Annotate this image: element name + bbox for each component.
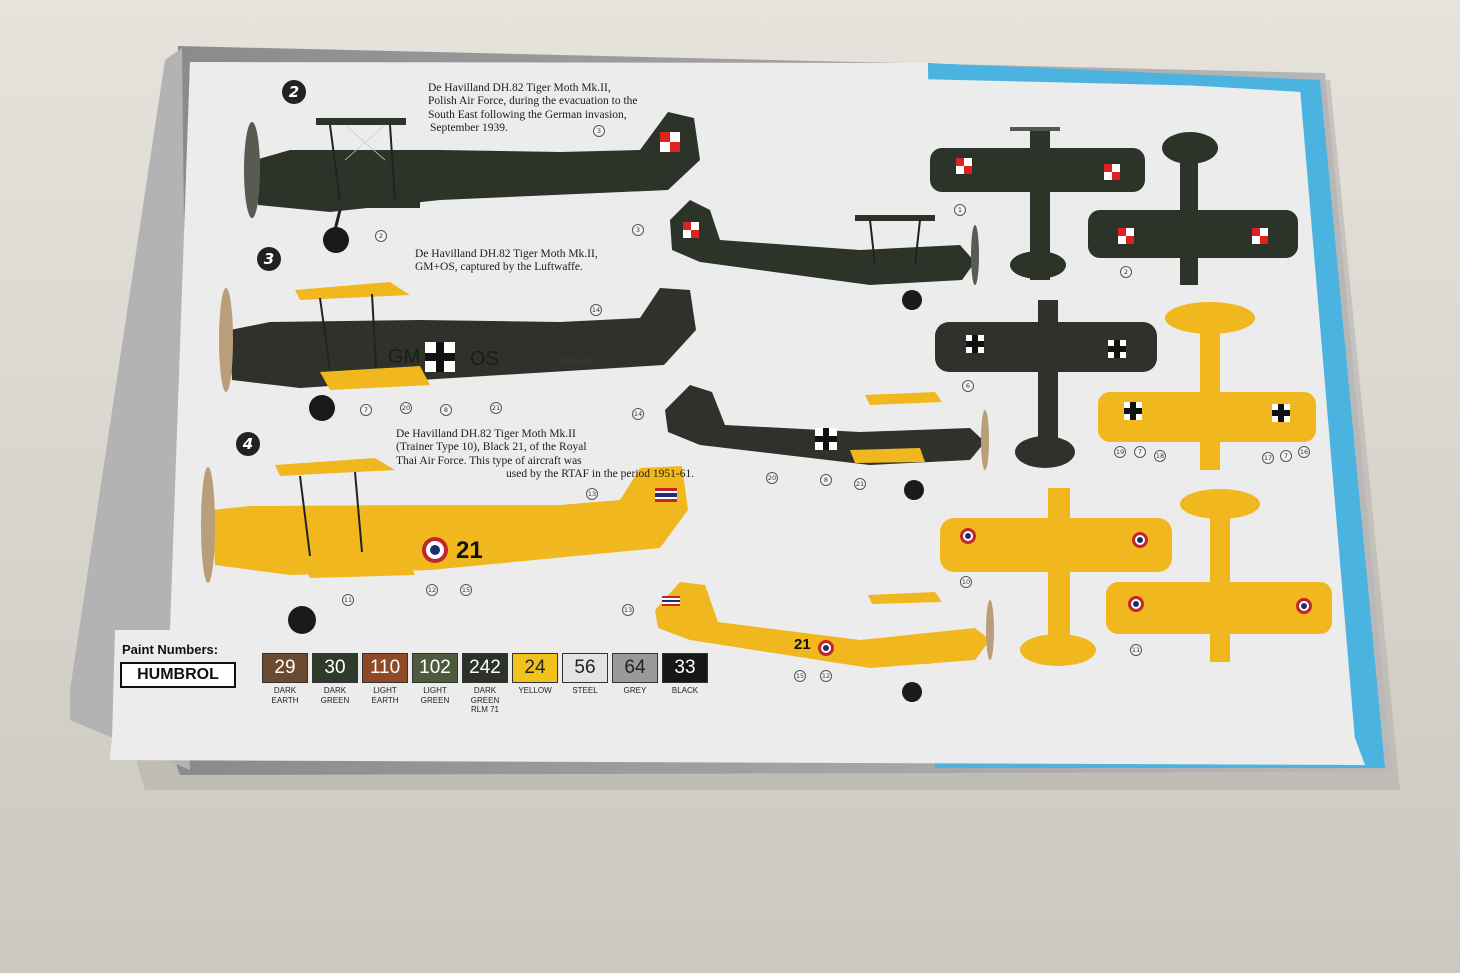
paint-swatch-chip: 30	[312, 653, 358, 683]
callout-marker: 11	[342, 594, 354, 606]
paint-swatch-name: BLACK	[671, 686, 699, 695]
callout-marker: 19	[1114, 446, 1126, 458]
aircraft-plan-thai-bottom	[1106, 489, 1332, 662]
paint-swatch-chip: 102	[412, 653, 458, 683]
callout-marker: 11	[1130, 644, 1142, 656]
aircraft-side-polish-small	[670, 200, 979, 310]
paint-swatch-chip: 56	[562, 653, 608, 683]
paint-swatch-name: GREY	[623, 686, 647, 695]
callout-marker: 15	[794, 670, 806, 682]
caption-line: (Trainer Type 10), Black 21, of the Roya…	[396, 441, 587, 454]
caption-line: Thai Air Force. This type of aircraft wa…	[396, 454, 582, 467]
paint-swatch-chip: 110	[362, 653, 408, 683]
callout-marker: 16	[1298, 446, 1310, 458]
profile-number-badge: 3	[257, 247, 281, 271]
luftwaffe-code-full: GM+OS	[560, 356, 593, 366]
caption-line: September 1939.	[430, 122, 508, 135]
paint-swatch: 64 GREY	[612, 653, 658, 696]
callout-marker: 20	[400, 402, 412, 414]
callout-marker: 20	[766, 472, 778, 484]
aircraft-plan-polish-top	[930, 127, 1145, 280]
thai-number-small: 21	[794, 636, 811, 653]
callout-marker: 12	[426, 584, 438, 596]
paint-swatch: 24 YELLOW	[512, 653, 558, 696]
box-left-edge	[70, 48, 190, 770]
aircraft-side-thai-large	[201, 458, 688, 634]
callout-marker: 18	[1154, 450, 1166, 462]
caption-line: GM+OS, captured by the Luftwaffe.	[415, 261, 583, 274]
callout-marker: 6	[962, 380, 974, 392]
profile-caption: De Havilland DH.82 Tiger Moth Mk.II, Pol…	[428, 82, 638, 136]
callout-marker: 10	[960, 576, 972, 588]
paint-swatch: 56 STEEL	[562, 653, 608, 696]
callout-marker: 12	[820, 670, 832, 682]
luftwaffe-code-left: GM	[388, 346, 421, 368]
callout-marker: 13	[586, 488, 598, 500]
profile-number-badge: 2	[282, 80, 306, 104]
aircraft-plan-polish-bottom	[1088, 132, 1298, 285]
paint-swatch-chip: 64	[612, 653, 658, 683]
luftwaffe-code-right: OS	[470, 348, 499, 370]
callout-marker: 3	[632, 224, 644, 236]
aircraft-side-luftwaffe-large	[219, 282, 696, 421]
profile-caption: De Havilland DH.82 Tiger Moth Mk.II, GM+…	[415, 248, 598, 275]
aircraft-plan-thai-top	[940, 488, 1172, 666]
callout-marker: 17	[1262, 452, 1274, 464]
caption-line: De Havilland DH.82 Tiger Moth Mk.II,	[415, 248, 598, 260]
callout-marker: 7	[360, 404, 372, 416]
aircraft-side-thai-small	[655, 582, 994, 702]
paint-numbers-heading: Paint Numbers:	[122, 642, 219, 657]
caption-line: De Havilland DH.82 Tiger Moth Mk.II,	[428, 82, 611, 94]
profile-caption: De Havilland DH.82 Tiger Moth Mk.II (Tra…	[396, 428, 694, 482]
callout-marker: 7	[1134, 446, 1146, 458]
callout-marker: 2	[375, 230, 387, 242]
caption-line: Polish Air Force, during the evacuation …	[428, 95, 638, 108]
aircraft-side-polish-large	[244, 112, 700, 253]
aircraft-plan-luftwaffe-top	[935, 300, 1157, 468]
paint-swatch-chip: 29	[262, 653, 308, 683]
blue-top-band	[928, 63, 1302, 92]
paint-brand-label: HUMBROL	[120, 662, 236, 688]
paint-swatch: 33 BLACK	[662, 653, 708, 696]
callout-marker: 3	[593, 125, 605, 137]
callout-marker: 21	[854, 478, 866, 490]
callout-marker: 14	[632, 408, 644, 420]
aircraft-side-luftwaffe-small	[665, 385, 989, 500]
callout-marker: 14	[590, 304, 602, 316]
callout-marker: 13	[622, 604, 634, 616]
profile-number-badge: 4	[236, 432, 260, 456]
paint-swatch-chip: 242	[462, 653, 508, 683]
callout-marker: 15	[460, 584, 472, 596]
paint-swatch-chip: 33	[662, 653, 708, 683]
thai-number-large: 21	[456, 537, 483, 564]
paint-swatch-chip: 24	[512, 653, 558, 683]
callout-marker: 21	[490, 402, 502, 414]
callout-marker: 7	[1280, 450, 1292, 462]
callout-marker: 8	[820, 474, 832, 486]
caption-line: South East following the German invasion…	[428, 108, 627, 121]
caption-line: De Havilland DH.82 Tiger Moth Mk.II	[396, 428, 576, 440]
callout-marker: 1	[954, 204, 966, 216]
callout-marker: 2	[1120, 266, 1132, 278]
paint-swatch-name: YELLOW	[518, 686, 552, 695]
callout-marker: 8	[440, 404, 452, 416]
paint-swatch-name: STEEL	[572, 686, 598, 695]
caption-line: used by the RTAF in the period 1951-61.	[506, 468, 695, 481]
aircraft-plan-luftwaffe-bottom	[1098, 302, 1316, 470]
